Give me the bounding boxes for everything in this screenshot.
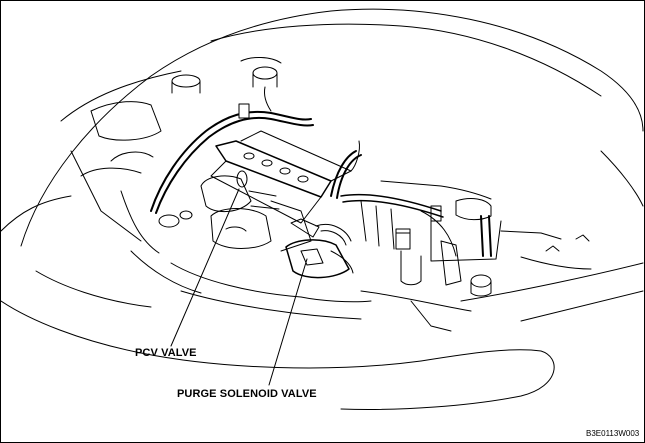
valve-cover [210, 130, 360, 224]
purge-solenoid-assembly [285, 224, 354, 279]
left-components [80, 57, 282, 254]
pcv-leader-line [170, 188, 240, 347]
purge-leader-line [268, 258, 308, 386]
right-components [330, 150, 592, 332]
pcv-valve-label: PCV VALVE [135, 347, 197, 359]
leader-lines [170, 188, 308, 386]
purge-solenoid-valve-label: PURGE SOLENOID VALVE [177, 388, 317, 400]
intake-assembly [200, 170, 320, 252]
figure-code: B3E0113W003 [586, 429, 640, 438]
body-outline [1, 8, 644, 410]
lower-structure [130, 250, 372, 320]
upper-hose [150, 103, 314, 228]
